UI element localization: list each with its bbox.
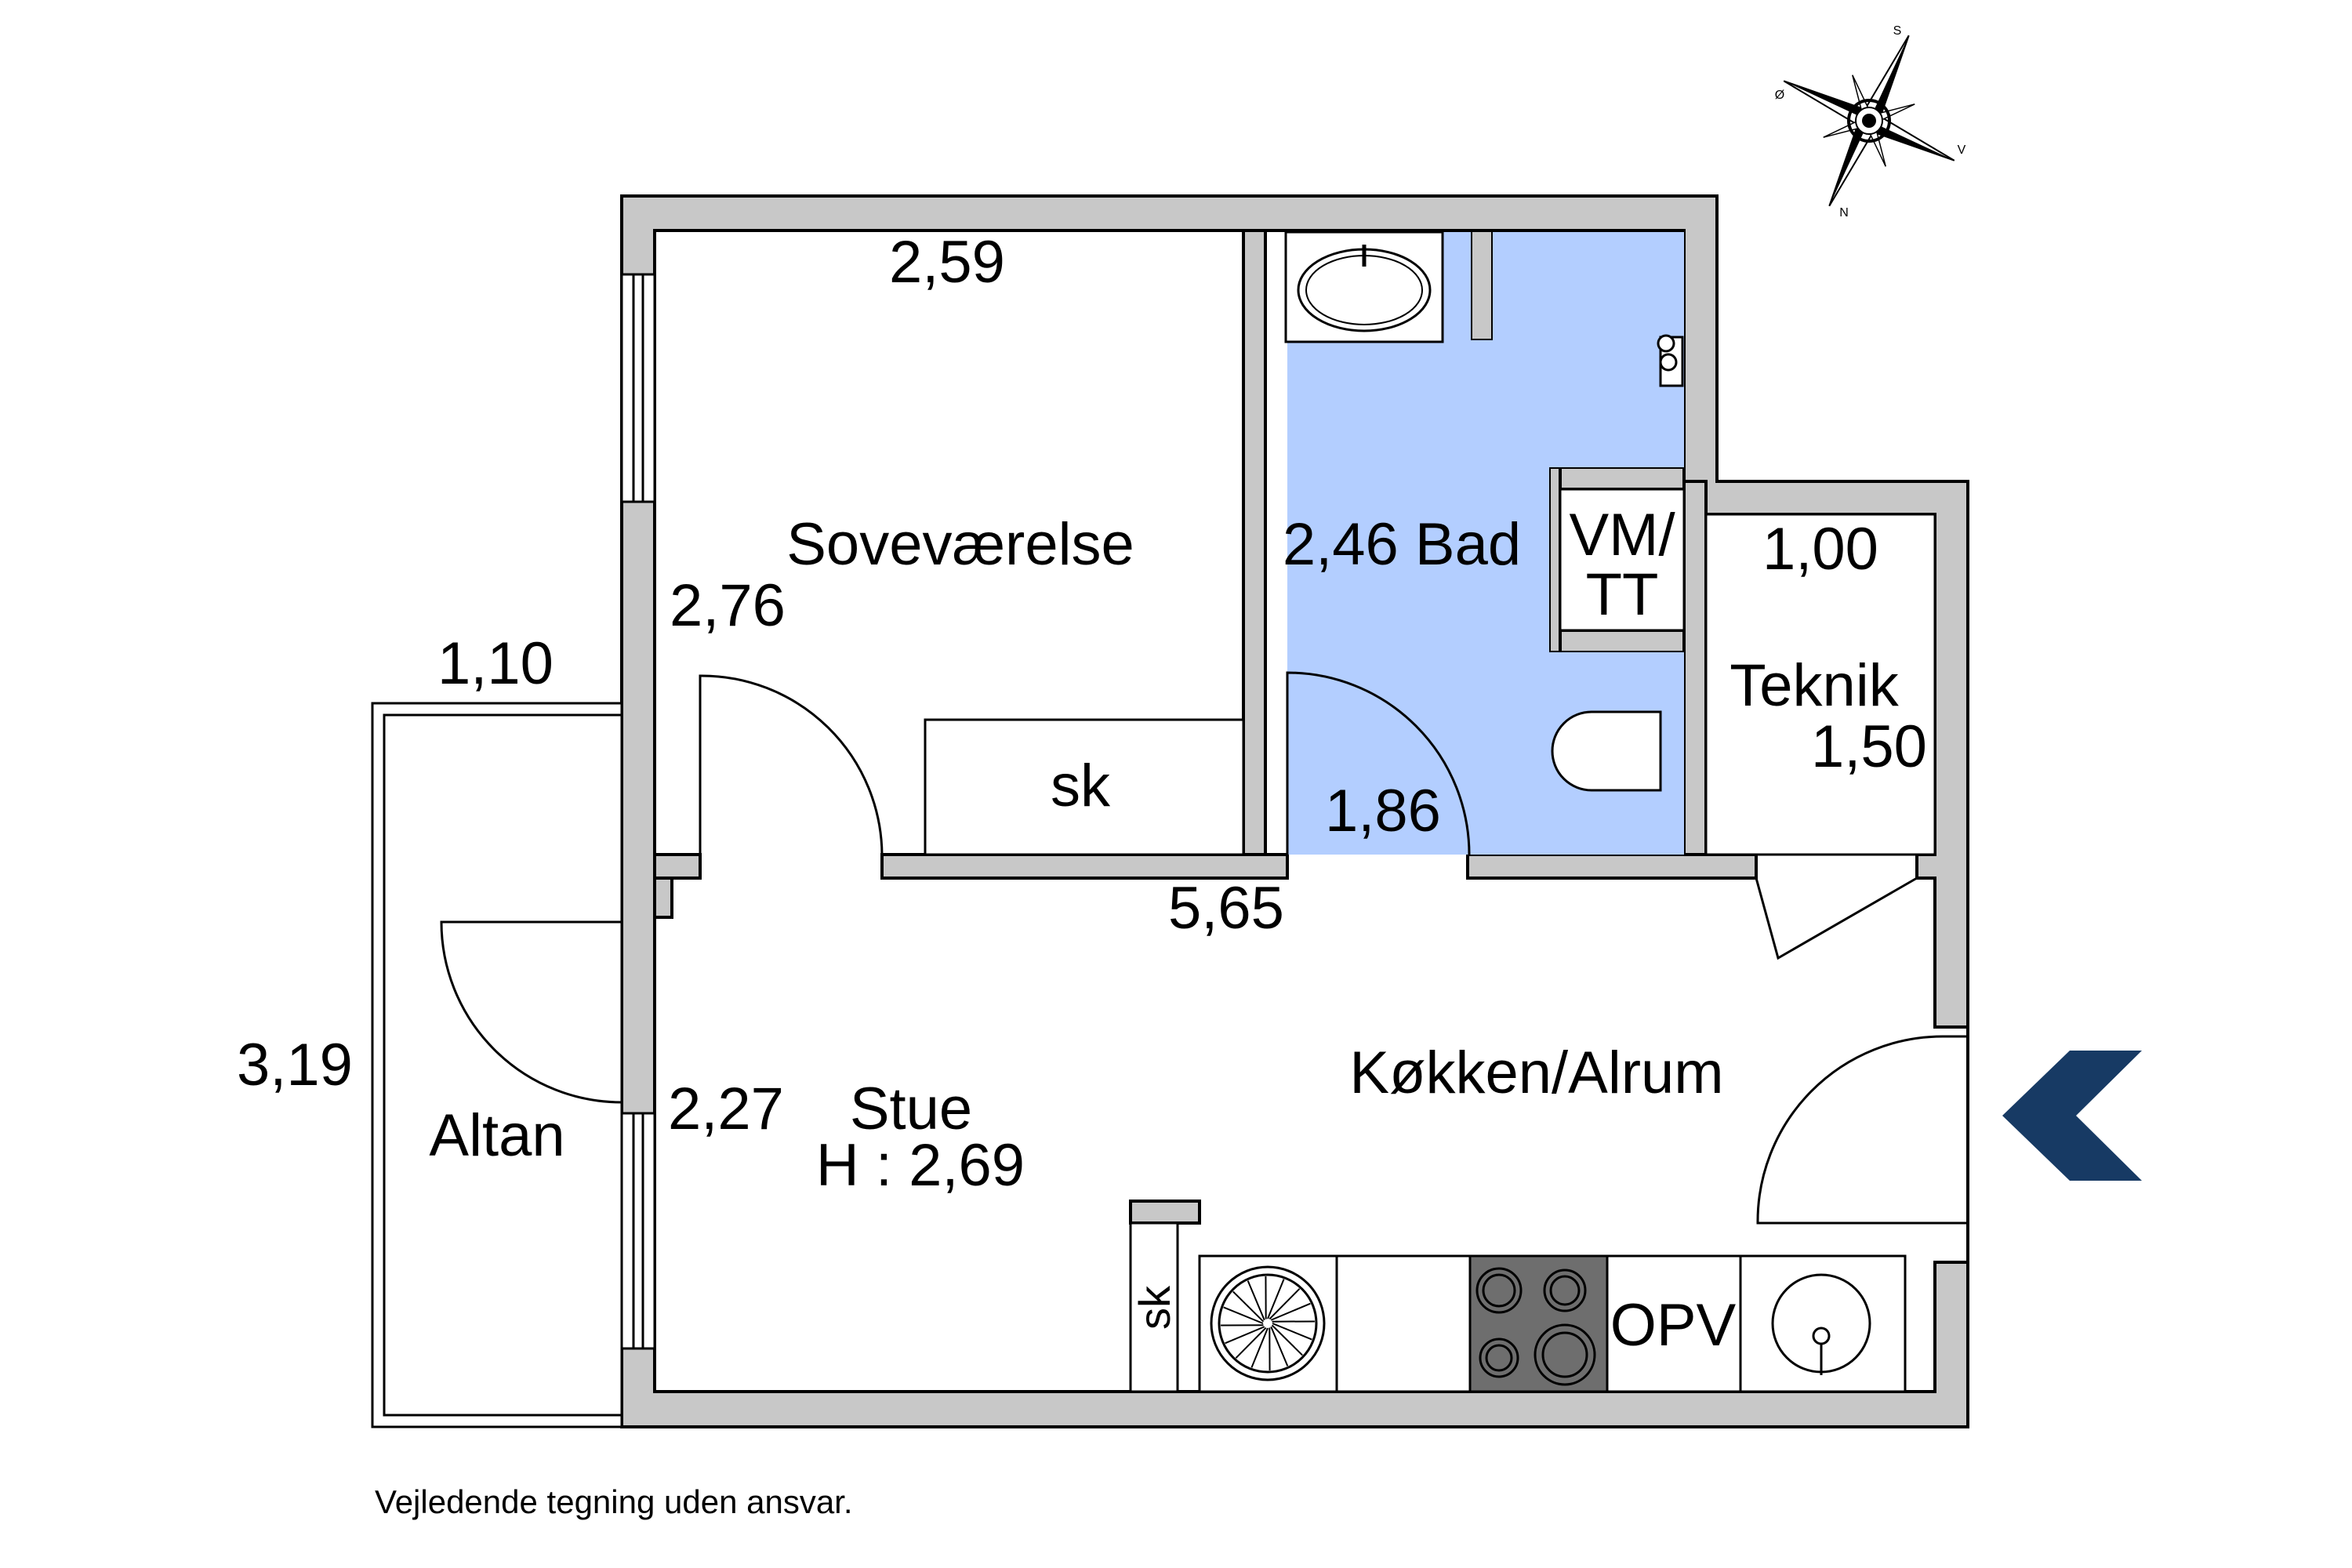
wall-bedroom-bath [1242, 229, 1267, 880]
bathroom-floor [1265, 232, 1684, 855]
living-window [620, 1112, 656, 1350]
entrance-door-swing [1756, 1035, 1968, 1225]
shower-icon [1657, 334, 1684, 387]
fan-blade [1223, 1306, 1264, 1324]
wall-bedroom-living [880, 853, 1289, 880]
windows [620, 273, 656, 1350]
balcony [371, 702, 623, 1428]
wall-living-left-stub [653, 877, 673, 919]
fan-blade [1272, 1323, 1312, 1341]
compass-o: Ø [1775, 89, 1784, 102]
fan-blades [1221, 1276, 1315, 1370]
fan-blade [1271, 1324, 1303, 1356]
fan-blade [1235, 1327, 1267, 1359]
bedroom-wardrobe-label: sk [1051, 753, 1111, 819]
bedroom-label: Soveværelse [786, 511, 1134, 578]
technical-room [1704, 513, 1936, 856]
disclaimer: Vejledende tegning uden ansvar. [375, 1483, 853, 1520]
entrance-arrow [2002, 1051, 2142, 1181]
wall-washer-left [1548, 466, 1562, 654]
kitchen-wardrobe-label: sk [1130, 1285, 1179, 1330]
balcony-width-label: 1,10 [437, 630, 554, 697]
fan-icon [1210, 1265, 1326, 1381]
wall-bath-stub [1469, 229, 1494, 342]
compass-n: N [1839, 206, 1849, 220]
fan-blade [1269, 1288, 1301, 1320]
technical-width-label: 1,00 [1762, 516, 1878, 583]
compass-icon [1783, 34, 1955, 207]
fan-blade [1270, 1326, 1289, 1367]
compass-s: S [1893, 24, 1902, 38]
bath-depth-label: 1,86 [1325, 778, 1441, 844]
technical-label: Teknik [1730, 652, 1899, 719]
balcony-label: Altan [429, 1102, 564, 1169]
wall-washer-bottom [1548, 629, 1686, 654]
washer-enclosure [1559, 488, 1686, 632]
balcony-door-swing [440, 920, 622, 1104]
bath-width-label: 2,46 Bad [1283, 511, 1521, 578]
balcony-depth-label: 3,19 [237, 1032, 353, 1098]
fan-blade [1267, 1279, 1285, 1319]
stove-burners [1475, 1267, 1596, 1386]
bedroom-depth-label: 2,76 [670, 572, 786, 639]
technical-depth-label: 1,50 [1811, 713, 1927, 780]
toilet-icon [1551, 710, 1662, 792]
bedroom [699, 674, 1245, 856]
living-label: Stue [850, 1076, 972, 1142]
wall-kitchen-stub [1129, 1200, 1201, 1225]
kitchen-counter [1129, 1221, 1907, 1393]
wall-bedroom-living-left [653, 853, 702, 880]
bedroom-width-label: 2,59 [889, 229, 1005, 296]
living-depth-label: 2,27 [668, 1076, 784, 1142]
fan-blade [1250, 1327, 1269, 1368]
fan-blade [1247, 1280, 1265, 1321]
kitchen-wardrobe [1129, 1221, 1179, 1393]
bedroom-wardrobe [924, 718, 1245, 856]
washer-label-2: TT [1586, 561, 1659, 628]
total-width-label: 5,65 [1168, 875, 1284, 942]
washer-label-1: VM/ [1569, 502, 1675, 568]
kitchen-label: Køkken/Alrum [1349, 1040, 1723, 1106]
bathroom [1265, 230, 1684, 855]
bedroom-door-swing [699, 674, 884, 855]
wall-bath-tech [1682, 480, 1708, 856]
fan-blade [1232, 1290, 1265, 1323]
bath-door-swing [1286, 671, 1471, 855]
fan-blade [1270, 1302, 1311, 1321]
compass-v: V [1958, 143, 1966, 157]
ceiling-height-label: H : 2,69 [816, 1132, 1025, 1199]
oven-cabinet-label: OPV [1610, 1292, 1737, 1359]
wall-washer-top [1548, 466, 1686, 491]
bedroom-window [620, 273, 656, 503]
technical-door-swing [1755, 877, 1918, 960]
fan-blade [1225, 1326, 1265, 1345]
wall-bath-kitchen [1466, 853, 1758, 880]
